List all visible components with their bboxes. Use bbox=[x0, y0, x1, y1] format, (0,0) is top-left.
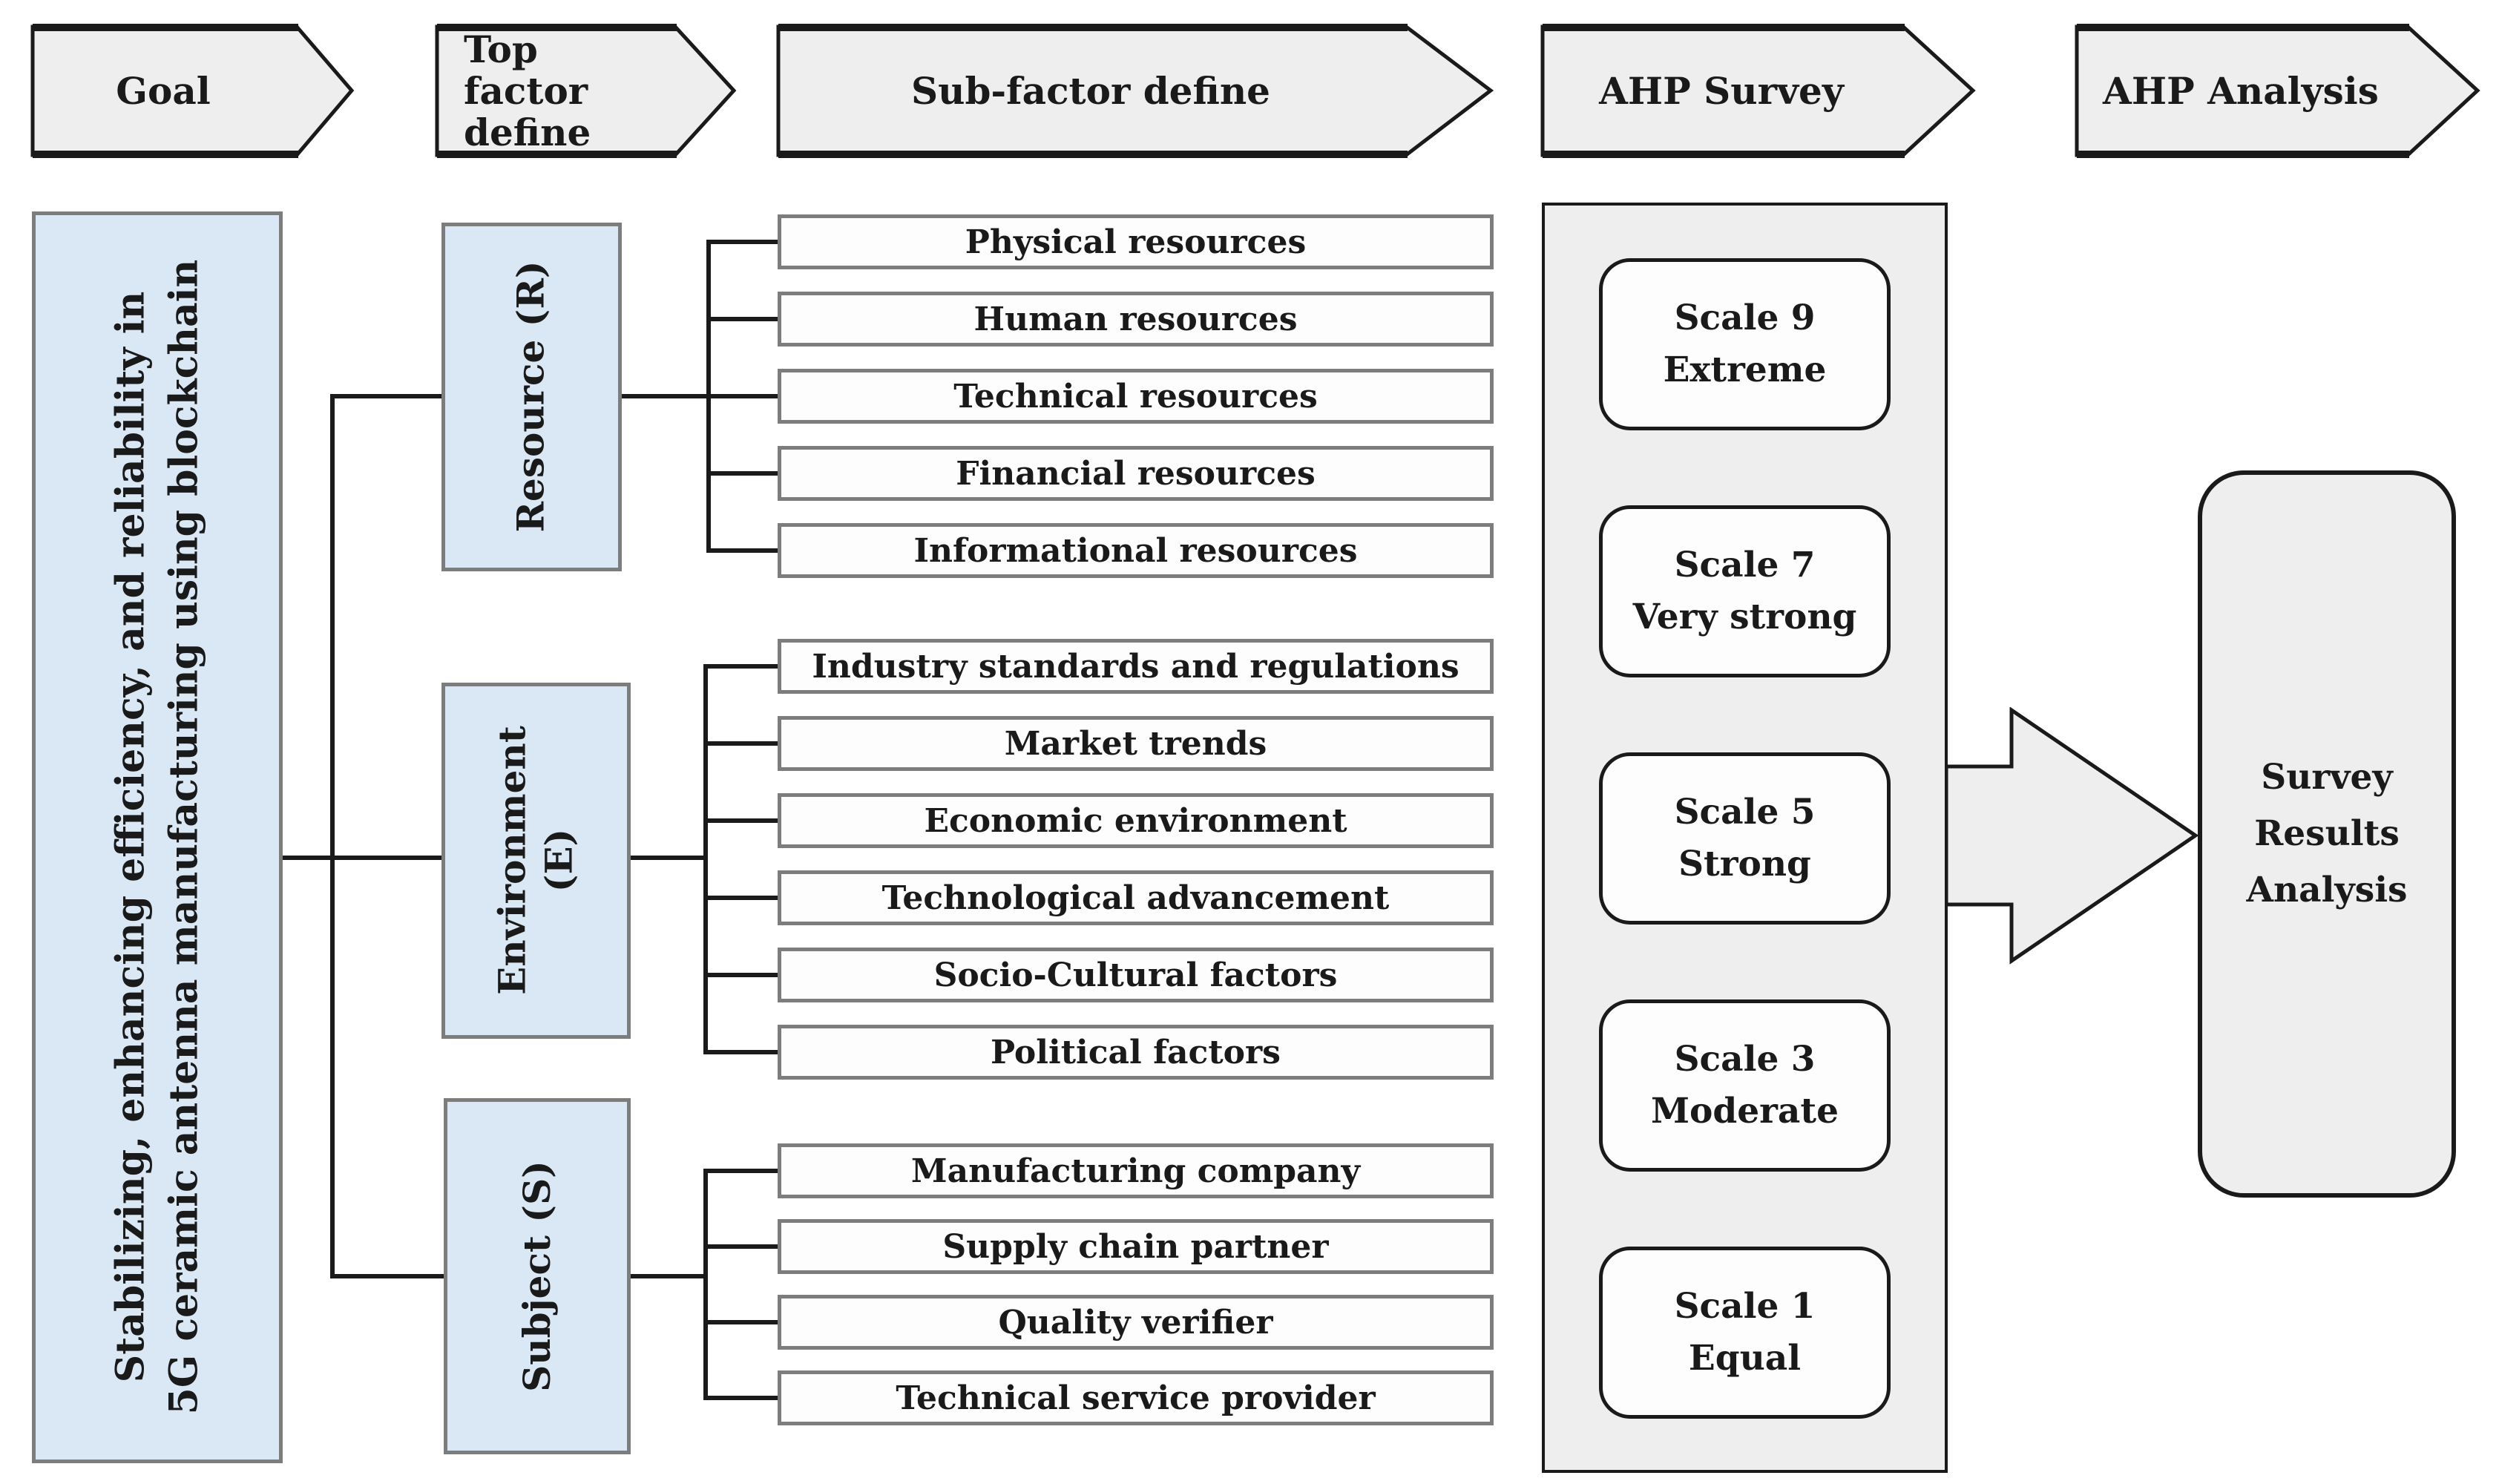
factor-box-subject bbox=[444, 1098, 631, 1454]
scale-value: Scale 7 bbox=[1674, 544, 1816, 585]
scale-chip-1: Scale 1 Equal bbox=[1599, 1247, 1891, 1419]
subfactor-row-political-factors: Political factors bbox=[778, 1025, 1494, 1080]
subfactor-row-industry-standards: Industry standards and regulations bbox=[778, 639, 1494, 694]
result-text-line: Results bbox=[2254, 812, 2400, 854]
process-step-top-factor-define: Top factor define bbox=[434, 22, 738, 160]
result-text-line: Survey bbox=[2261, 756, 2393, 798]
scale-chip-7: Scale 7 Very strong bbox=[1599, 505, 1891, 677]
process-step-ahp-survey: AHP Survey bbox=[1540, 22, 1977, 160]
factor-box-resource bbox=[441, 223, 622, 571]
step-label-line: Goal bbox=[116, 68, 211, 113]
scale-chip-5: Scale 5 Strong bbox=[1599, 752, 1891, 925]
process-step-ahp-analysis: AHP Analysis bbox=[2074, 22, 2482, 160]
process-step-label: Goal bbox=[30, 22, 297, 160]
survey-results-analysis-box: Survey Results Analysis bbox=[2198, 470, 2456, 1198]
process-step-label: AHP Survey bbox=[1540, 22, 1903, 160]
result-text-line: Analysis bbox=[2246, 870, 2408, 911]
chevron-arrow-icon bbox=[1540, 24, 1976, 158]
scale-value: Scale 3 bbox=[1674, 1038, 1816, 1080]
scale-meaning: Strong bbox=[1678, 844, 1811, 884]
scale-chip-9: Scale 9 Extreme bbox=[1599, 258, 1891, 430]
block-arrow-right-icon bbox=[1945, 707, 2198, 965]
subfactor-row-financial-resources: Financial resources bbox=[778, 446, 1494, 501]
process-step-label: Top factor define bbox=[464, 22, 671, 160]
step-label-line: Sub-factor define bbox=[910, 68, 1270, 113]
subfactor-row-informational-resources: Informational resources bbox=[778, 523, 1494, 578]
process-step-label: AHP Analysis bbox=[2074, 22, 2408, 160]
subfactor-row-technological-advancement: Technological advancement bbox=[778, 870, 1494, 925]
step-label-line: AHP Survey bbox=[1599, 68, 1844, 113]
subfactor-row-socio-cultural-factors: Socio-Cultural factors bbox=[778, 948, 1494, 1002]
scale-value: Scale 9 bbox=[1674, 297, 1816, 338]
subfactor-row-quality-verifier: Quality verifier bbox=[778, 1295, 1494, 1350]
chevron-arrow-icon bbox=[2075, 24, 2480, 158]
step-label-line: AHP Analysis bbox=[2103, 68, 2379, 113]
subfactor-row-technical-resources: Technical resources bbox=[778, 369, 1494, 424]
scale-meaning: Very strong bbox=[1632, 597, 1857, 637]
process-step-goal: Goal bbox=[30, 22, 356, 160]
scale-meaning: Equal bbox=[1688, 1338, 1802, 1379]
process-step-label: Sub-factor define bbox=[775, 22, 1406, 160]
chevron-arrow-icon bbox=[776, 24, 1494, 158]
subfactor-row-physical-resources: Physical resources bbox=[778, 214, 1494, 269]
chevron-arrow-icon bbox=[30, 24, 355, 158]
scale-value: Scale 1 bbox=[1674, 1285, 1816, 1327]
subfactor-row-manufacturing-company: Manufacturing company bbox=[778, 1143, 1494, 1198]
step-label-line: Top factor bbox=[464, 27, 588, 113]
subfactor-row-market-trends: Market trends bbox=[778, 716, 1494, 771]
scale-meaning: Extreme bbox=[1663, 349, 1827, 390]
subfactor-row-economic-environment: Economic environment bbox=[778, 793, 1494, 848]
subfactor-row-technical-service-provider: Technical service provider bbox=[778, 1370, 1494, 1425]
chevron-arrow-icon bbox=[435, 24, 737, 158]
scale-value: Scale 5 bbox=[1674, 791, 1816, 833]
goal-box bbox=[32, 211, 283, 1463]
subfactor-row-human-resources: Human resources bbox=[778, 292, 1494, 347]
factor-box-environment bbox=[441, 683, 631, 1039]
process-step-sub-factor-define: Sub-factor define bbox=[775, 22, 1495, 160]
scale-meaning: Moderate bbox=[1651, 1091, 1839, 1132]
scale-chip-3: Scale 3 Moderate bbox=[1599, 999, 1891, 1172]
step-label-line: define bbox=[464, 110, 591, 154]
subfactor-row-supply-chain-partner: Supply chain partner bbox=[778, 1219, 1494, 1274]
